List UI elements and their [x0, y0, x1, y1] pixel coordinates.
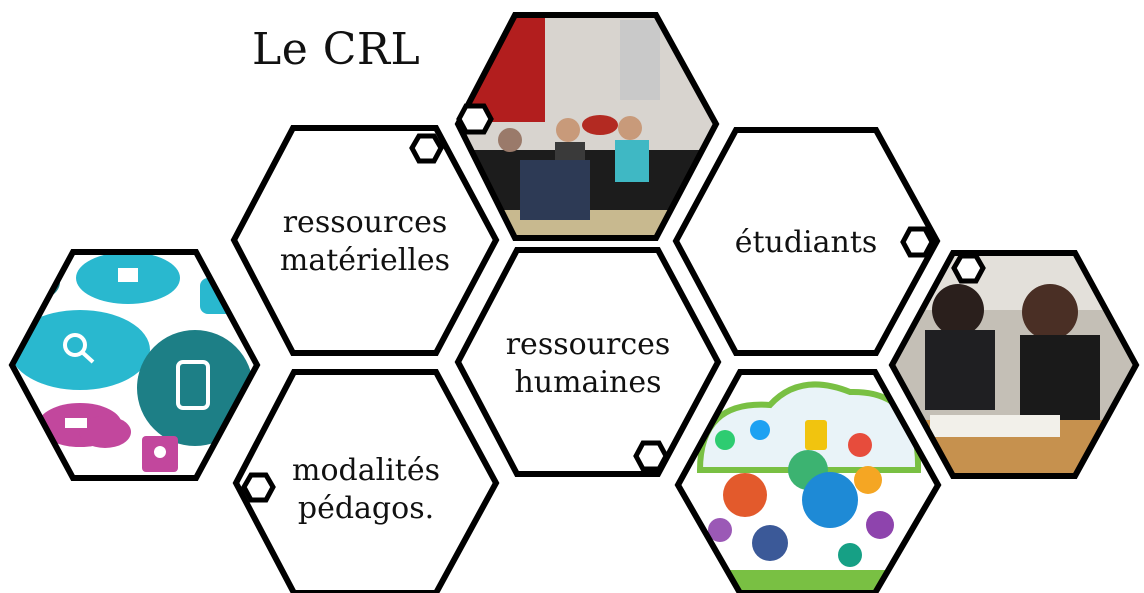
- search-icon: [63, 333, 87, 357]
- label-modalites-pedagos: modalités pédagos.: [292, 453, 440, 526]
- hex-image-left: [8, 249, 261, 481]
- label-etudiants: étudiants: [734, 225, 878, 260]
- hex-ressources-humaines: [454, 247, 722, 477]
- small-hex-icon: [241, 472, 276, 503]
- speaker-icon: [723, 473, 767, 517]
- students-studying-photo: [892, 253, 1136, 476]
- twitter-icon: [750, 420, 770, 440]
- facebook-icon: [752, 525, 788, 561]
- small-hex-icon: [951, 253, 986, 284]
- info-icon: [802, 472, 858, 528]
- label-ressources-humaines: ressources humaines: [505, 327, 671, 400]
- label-ressources-materielles: ressources matérielles: [279, 205, 451, 278]
- small-hex-icon: [456, 103, 494, 135]
- small-hex-icon: [900, 226, 935, 258]
- diagram-title: Le CRL: [252, 24, 421, 75]
- small-hex-icon: [633, 440, 669, 472]
- mail-icon: [118, 268, 138, 282]
- people-meeting-photo: [458, 15, 716, 238]
- cart-icon: [65, 418, 87, 428]
- digital-icons-cloud-image: [678, 372, 938, 593]
- tablet-icon: [176, 360, 210, 410]
- tablet-bubble: [137, 330, 253, 446]
- communication-icons-image: [12, 252, 257, 478]
- small-hexagons: [241, 103, 986, 503]
- hex-modalites-pedagos: [232, 369, 500, 593]
- hex-ressources-materielles: [230, 125, 500, 356]
- hex-image-top: [454, 12, 720, 241]
- small-hex-icon: [409, 133, 444, 164]
- hex-image-bottom: [674, 369, 942, 593]
- hex-image-right: [888, 250, 1140, 479]
- hexagon-outlines: [8, 12, 1140, 593]
- hex-etudiants: [672, 127, 941, 356]
